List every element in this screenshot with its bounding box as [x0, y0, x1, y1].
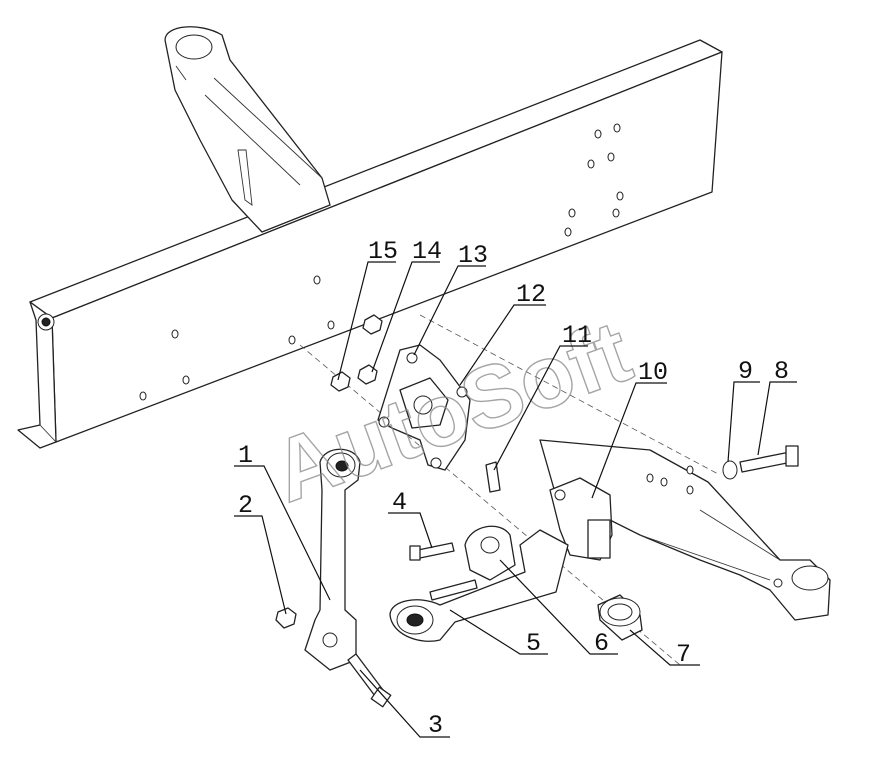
- callout-1: 1: [238, 441, 253, 470]
- callout-5: 5: [526, 629, 541, 658]
- mounting-bracket-plate: [377, 344, 471, 471]
- leveling-valve-block: [549, 477, 613, 561]
- upper-hanger-bracket: [164, 26, 331, 233]
- vertical-link: [304, 448, 361, 671]
- callout-11: 11: [562, 321, 592, 350]
- callout-13: 13: [458, 241, 488, 270]
- callout-7: 7: [676, 640, 691, 669]
- callout-12: 12: [516, 280, 546, 309]
- callout-8: 8: [774, 357, 789, 386]
- callout-6: 6: [594, 629, 609, 658]
- callout-2: 2: [238, 491, 253, 520]
- lower-control-arm: [389, 525, 569, 642]
- callout-9: 9: [738, 357, 753, 386]
- callout-14: 14: [412, 237, 442, 266]
- callout-15: 15: [368, 237, 398, 266]
- rubber-bushing: [597, 594, 643, 641]
- callout-4: 4: [392, 488, 407, 517]
- rear-hanger-bracket: [539, 439, 831, 621]
- leader-lines: [234, 261, 797, 738]
- callout-10: 10: [638, 358, 668, 387]
- frame-crossmember: [17, 39, 723, 449]
- callout-3: 3: [428, 711, 443, 740]
- callout-labels: 1 2 3 4 5 6 7 8 9 10 11 12 13 14 15: [238, 237, 789, 740]
